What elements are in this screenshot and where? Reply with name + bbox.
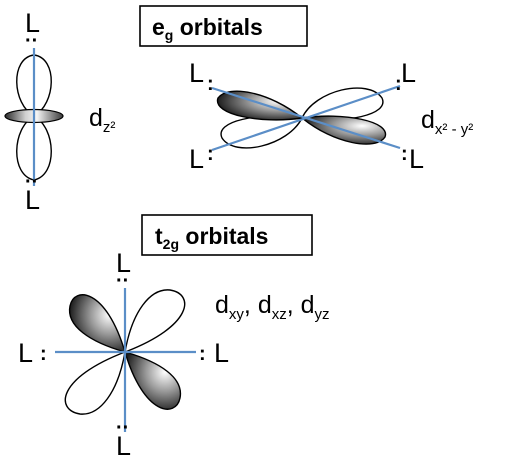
lone-pair-upper-right: : — [395, 73, 402, 95]
t2g-orbital: L ·· L : : L ·· L — [18, 248, 229, 461]
dx2y2-label: dx² - y² — [421, 106, 473, 138]
dx2y2-left-upper-lobe — [217, 90, 304, 121]
eg-title-sub: g — [165, 27, 174, 43]
t2g-upper-left-lobe — [68, 294, 127, 354]
lone-pair-upper-left: : — [207, 73, 214, 95]
lone-pair-bottom-t2g: ·· — [116, 417, 129, 439]
eg-title-box: eg orbitals — [139, 5, 308, 47]
dx2y2-orbital: L : L : L : L : dx² - y² — [189, 58, 473, 174]
lone-pair-bottom-dz2: ·· — [25, 171, 38, 193]
dz2-orbital: L ·· ·· L dz² — [4, 8, 115, 215]
t2g-labels: dxy, dxz, dyz — [215, 291, 330, 323]
lone-pair-lower-right: : — [401, 143, 408, 165]
ligand-right-t2g: L — [214, 338, 229, 368]
t2g-title-sub: 2g — [163, 236, 179, 252]
eg-title-main: e — [152, 14, 165, 40]
eg-title-rest: orbitals — [173, 14, 262, 40]
ligand-upper-right-dx2y2: L — [401, 58, 416, 88]
ligand-top-t2g: L — [116, 248, 131, 278]
t2g-lower-right-lobe — [123, 350, 182, 410]
t2g-title-rest: orbitals — [179, 223, 268, 249]
lone-pair-top-dz2: ·· — [25, 30, 38, 52]
lone-pair-lower-left: : — [207, 143, 214, 165]
ligand-top-dz2: L — [25, 8, 40, 38]
t2g-title-main: t — [155, 223, 163, 249]
ligand-bottom-t2g: L — [116, 431, 131, 461]
t2g-title-box: t2g orbitals — [141, 214, 313, 256]
lone-pair-left-t2g: : — [40, 343, 47, 365]
lone-pair-right-t2g: : — [199, 343, 206, 365]
dx2y2-axis-2 — [211, 84, 401, 152]
ligand-bottom-dz2: L — [25, 185, 40, 215]
ligand-upper-left-dx2y2: L — [189, 58, 204, 88]
t2g-lower-left-lobe — [64, 350, 126, 415]
ligand-lower-left-dx2y2: L — [189, 144, 204, 174]
lone-pair-top-t2g: ·· — [116, 270, 129, 292]
ligand-lower-right-dx2y2: L — [409, 144, 424, 174]
dz2-label: dz² — [89, 104, 115, 136]
t2g-upper-right-lobe — [124, 289, 186, 354]
svg-text:t2g orbitals: t2g orbitals — [155, 223, 268, 252]
ligand-left-t2g: L — [18, 338, 33, 368]
svg-text:eg orbitals: eg orbitals — [152, 14, 263, 43]
